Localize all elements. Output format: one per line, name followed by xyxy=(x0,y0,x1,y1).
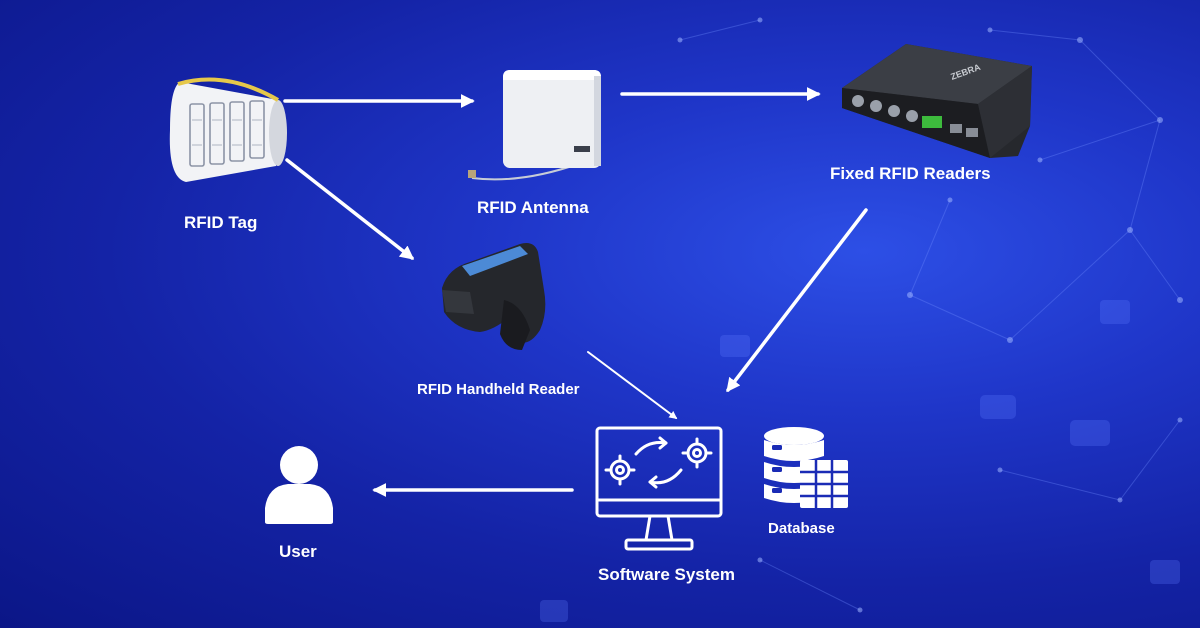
database-label: Database xyxy=(768,520,835,537)
fixed-rfid-readers-label: Fixed RFID Readers xyxy=(830,164,991,183)
user-label: User xyxy=(279,542,317,561)
arrow-tag-to-handheld xyxy=(285,158,415,260)
software-system-label: Software System xyxy=(598,565,735,584)
arrow-fixed-readers-to-software xyxy=(726,208,868,393)
rfid-handheld-reader-label: RFID Handheld Reader xyxy=(417,381,580,398)
arrow-handheld-to-software xyxy=(587,351,678,419)
rfid-antenna-label: RFID Antenna xyxy=(477,198,589,217)
rfid-tag-label: RFID Tag xyxy=(184,213,258,232)
